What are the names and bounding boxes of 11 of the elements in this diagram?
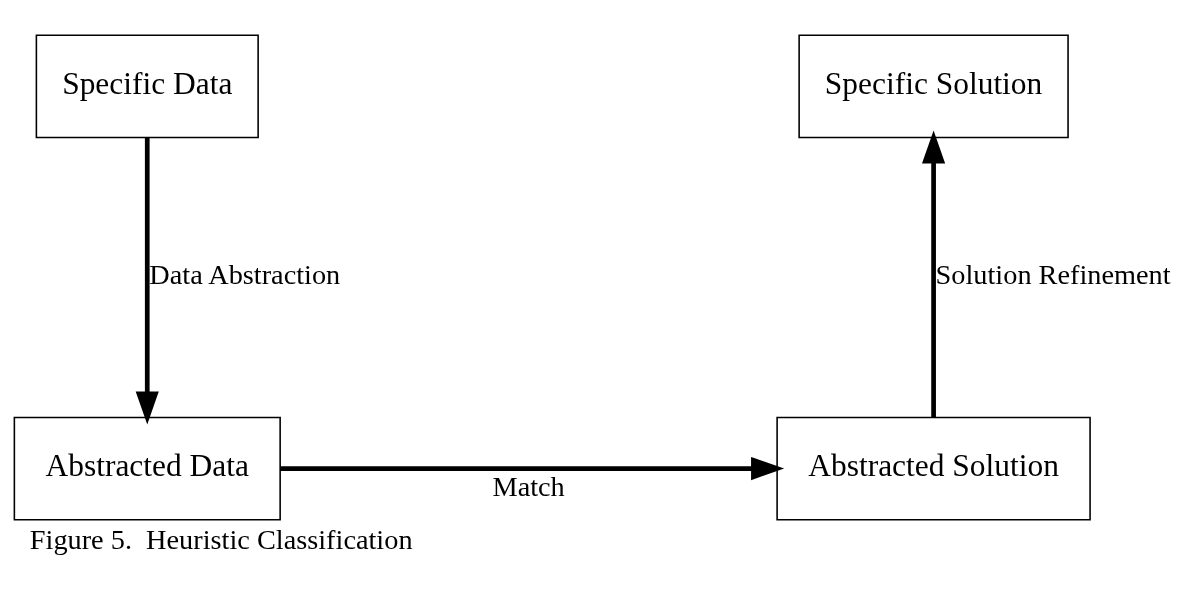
arrow: [135, 137, 159, 425]
node-box: Abstracted Solution: [776, 416, 1091, 520]
arrow: [280, 456, 785, 480]
caption: Figure 5. Heuristic Classification: [29, 523, 413, 555]
edge-label: Data Abstraction: [149, 258, 341, 290]
node-box: Specific Solution: [798, 34, 1069, 138]
node-box: Specific Data: [35, 34, 259, 138]
node-box: Abstracted Data: [13, 416, 281, 520]
edge-label: Match: [492, 470, 565, 502]
arrow: [922, 129, 946, 417]
edge-label: Solution Refinement: [935, 258, 1171, 290]
